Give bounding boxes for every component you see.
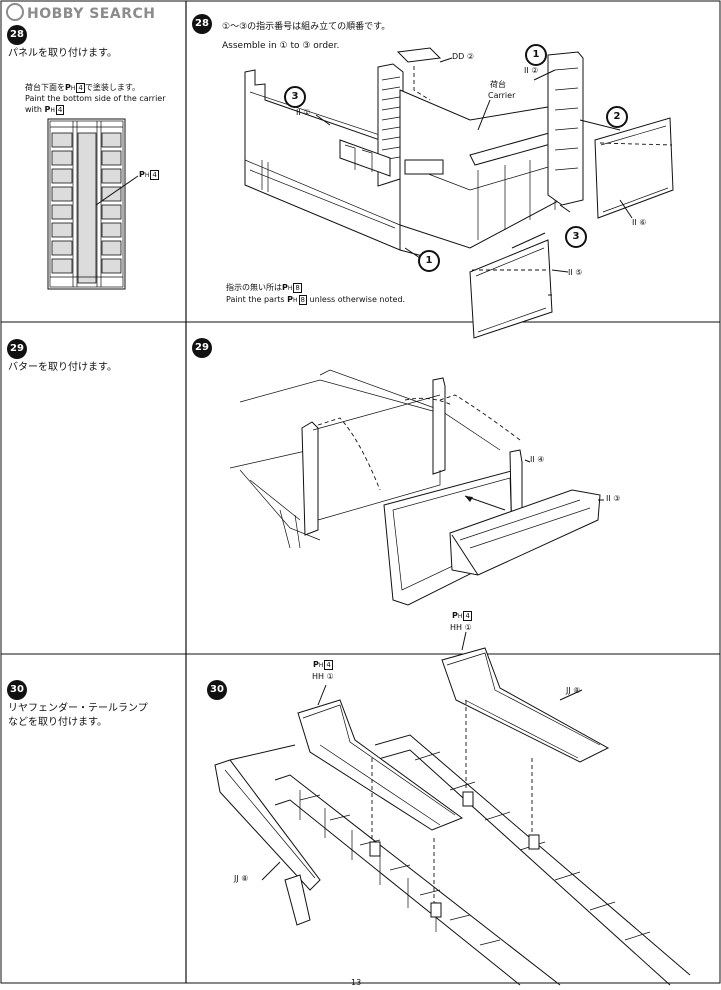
- step29-diagram: [229, 369, 604, 606]
- order-marker-1: 1: [418, 250, 440, 272]
- step-number-badge: 30: [7, 680, 27, 700]
- watermark-text: HOBBY SEARCH: [27, 6, 156, 22]
- part-label-hh1-right: HH ①: [450, 623, 472, 632]
- order-marker-3: 3: [284, 86, 306, 108]
- paint-note-en-line1: Paint the bottom side of the carrier: [25, 94, 166, 103]
- carrier-label-en: Carrier: [488, 91, 516, 100]
- watermark-logo: HOBBY SEARCH: [6, 3, 155, 23]
- assembly-order-en: Assemble in ① to ③ order.: [222, 41, 340, 51]
- part-label-ii5: II ⑤: [568, 268, 583, 277]
- part-label-ii3: II ③: [606, 494, 621, 503]
- page-number: 13: [351, 978, 362, 987]
- step-number-badge: 28: [192, 14, 212, 34]
- part-label-hh1-left: HH ①: [312, 672, 334, 681]
- part-label-ii4: II ④: [530, 455, 545, 464]
- step-number-badge: 29: [7, 339, 27, 359]
- assembly-order-jp: ①～③の指示番号は組み立ての順番です。: [222, 22, 391, 32]
- part-label-ii1: II ①: [296, 108, 311, 117]
- order-marker-3: 3: [565, 226, 587, 248]
- order-marker-1: 1: [525, 44, 547, 66]
- step-instruction-text-line1: リヤフェンダー・テールランプ: [8, 703, 148, 714]
- logo-icon: [6, 3, 24, 21]
- step-instruction-text: バターを取り付けます。: [8, 362, 117, 373]
- carrier-label-jp: 荷台: [490, 80, 506, 89]
- step-instruction-text-line2: などを取り付けます。: [8, 717, 107, 728]
- carrier-bottom-diagram: [47, 118, 139, 290]
- part-label-dd2: DD ②: [452, 52, 475, 61]
- step-number-badge: 28: [7, 25, 27, 45]
- step-instruction-text: パネルを取り付けます。: [8, 48, 117, 59]
- part-label-jj8-right: JJ ⑧: [566, 686, 581, 695]
- step30-diagram: [214, 631, 691, 986]
- part-label-ii2: II ②: [524, 66, 539, 75]
- step-number-badge: 29: [192, 338, 212, 358]
- step-number-badge: 30: [207, 680, 227, 700]
- step28-diagram: [244, 47, 674, 339]
- order-marker-2: 2: [606, 106, 628, 128]
- part-label-jj8-left: JJ ⑧: [234, 874, 249, 883]
- part-label-ii6: II ⑥: [632, 218, 647, 227]
